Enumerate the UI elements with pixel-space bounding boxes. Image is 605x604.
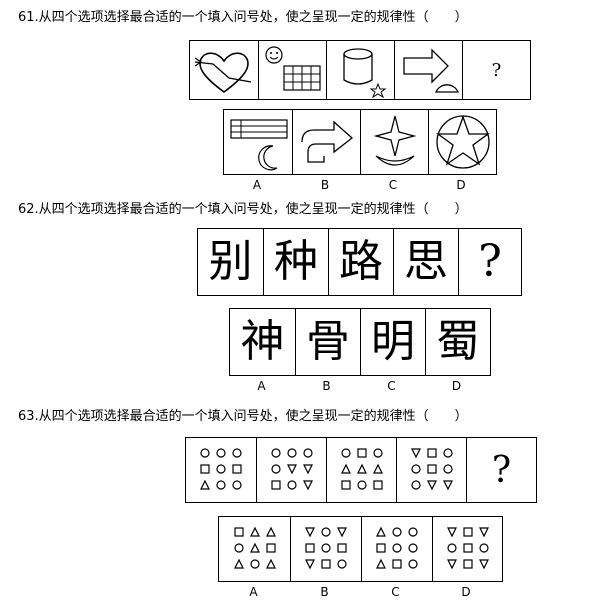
q62-label-d: D (451, 379, 462, 393)
q61-label-a: A (252, 178, 262, 192)
q63-option-c[interactable] (361, 517, 432, 581)
q63-figure-4 (396, 438, 466, 502)
cylinder-star-icon (342, 48, 386, 98)
q63-sequence-row: ? (185, 437, 537, 503)
q63-figure-2 (256, 438, 326, 502)
q62-char-3: 路 (328, 229, 393, 295)
star-moon-icon (372, 115, 417, 166)
smiley-grid-icon (264, 46, 321, 91)
arrow-semicircle-icon (402, 48, 459, 93)
q62-option-d[interactable]: 蜀 (425, 309, 490, 375)
q61-option-a[interactable] (224, 110, 292, 174)
q62-char-2: 种 (263, 229, 328, 295)
q62-question-cell: ? (458, 229, 521, 295)
q61-question-cell: ? (462, 41, 530, 99)
shape-grid-icon (233, 526, 276, 569)
q63-figure-3 (326, 438, 396, 502)
shape-grid-icon (340, 448, 383, 490)
circle-star-icon (435, 115, 490, 169)
q62-label-c: C (387, 379, 396, 393)
q62-char-1: 别 (208, 236, 253, 287)
q62-char-4: 思 (393, 229, 458, 295)
q62-option-a[interactable]: 神 (240, 316, 285, 367)
q61-figure-heart (190, 41, 258, 99)
q62-options-row: 神 骨 明 蜀 (229, 308, 491, 376)
shape-grid-icon (446, 527, 489, 570)
shape-grid-icon (410, 448, 453, 491)
shape-grid-icon (376, 526, 418, 569)
q63-label-b: B (320, 585, 329, 599)
q63-option-a[interactable] (219, 517, 290, 581)
q61-sequence-row: ? (189, 40, 531, 100)
q63-figure-1 (186, 438, 256, 502)
q63-option-b[interactable] (290, 517, 361, 581)
q61-figure-smiley-grid (258, 41, 326, 99)
shape-grid-icon (200, 448, 242, 490)
q63-label-c: C (391, 585, 400, 599)
q62-option-b[interactable]: 骨 (295, 309, 360, 375)
q63-question-cell: ? (466, 438, 536, 502)
q61-figure-arrow-semicircle (394, 41, 462, 99)
q61-figure-cylinder-star (326, 41, 394, 99)
q62-sequence-row: 别 种 路 思 ? (197, 228, 522, 296)
q62-label-b: B (322, 379, 331, 393)
q61-label-d: D (456, 178, 466, 192)
rect-grid-moon-icon (230, 119, 288, 171)
shape-grid-icon (305, 527, 347, 570)
q62-option-labels: A B C D (229, 379, 489, 393)
q61-option-c[interactable] (360, 110, 428, 174)
q62-option-c[interactable]: 明 (360, 309, 425, 375)
shape-grid-icon (270, 448, 313, 491)
q61-option-labels: A B C D (223, 178, 495, 192)
q61-options-row (223, 109, 497, 175)
heart-arrow-icon (194, 52, 252, 93)
q61-option-d[interactable] (428, 110, 496, 174)
q63-options-row (218, 516, 503, 582)
q61-label-c: C (388, 178, 398, 192)
q61-label-b: B (320, 178, 330, 192)
q63-option-labels: A B C D (218, 585, 501, 599)
question-61-title: 61.从四个选项选择最合适的一个填入问号处，使之呈现一定的规律性（ ） (18, 10, 468, 25)
q63-label-d: D (461, 585, 471, 599)
curly-arrow-icon (300, 120, 353, 163)
q63-label-a: A (249, 585, 258, 599)
question-63-title: 63.从四个选项选择最合适的一个填入问号处，使之呈现一定的规律性（ ） (18, 409, 468, 424)
q63-option-d[interactable] (432, 517, 502, 581)
question-62-title: 62.从四个选项选择最合适的一个填入问号处，使之呈现一定的规律性（ ） (18, 202, 468, 217)
q62-label-a: A (257, 379, 266, 393)
q61-option-b[interactable] (292, 110, 360, 174)
